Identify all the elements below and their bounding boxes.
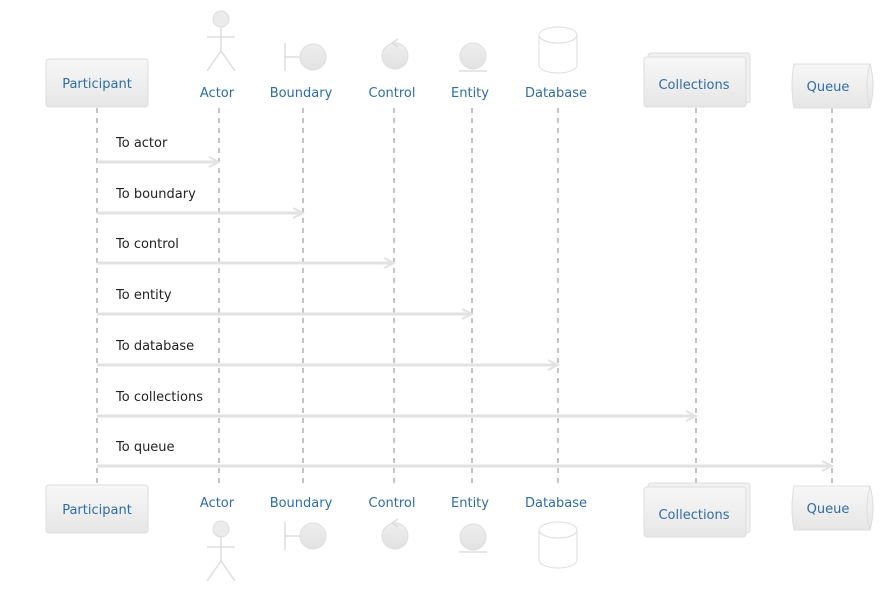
entity-circle-icon xyxy=(459,42,487,70)
message-label: To control xyxy=(115,237,179,252)
participant-boundary-top[interactable]: Boundary xyxy=(270,43,333,101)
actor-head-icon xyxy=(212,10,230,28)
message-collections[interactable]: To collections xyxy=(97,390,699,422)
participant-collections-top[interactable]: Collections xyxy=(643,52,751,108)
participant-actor-bottom[interactable]: Actor xyxy=(200,496,236,582)
participant-queue-top-label: Queue xyxy=(807,80,850,95)
message-database[interactable]: To database xyxy=(97,339,561,371)
participant-entity-top-label: Entity xyxy=(451,86,489,101)
boundary-bar-icon xyxy=(284,522,301,550)
message-arrowhead xyxy=(461,308,475,320)
control-circle-icon xyxy=(381,522,409,550)
message-label: To queue xyxy=(115,440,175,455)
message-arrowhead xyxy=(208,156,222,168)
boundary-circle-icon xyxy=(299,522,327,550)
participant-actor-top-label: Actor xyxy=(200,86,235,101)
participant-box xyxy=(45,58,149,108)
collections-box xyxy=(643,56,747,108)
participant-entity-bottom[interactable]: Entity xyxy=(451,496,489,553)
participant-database-top-label: Database xyxy=(525,86,587,101)
database-body-icon xyxy=(538,35,578,74)
message-label: To boundary xyxy=(115,187,196,202)
participant-box xyxy=(45,484,149,534)
message-label: To entity xyxy=(115,288,172,303)
participant-collections-top-label: Collections xyxy=(658,78,729,93)
database-rim-icon xyxy=(538,34,578,44)
participant-control-top-label: Control xyxy=(369,86,416,101)
participant-queue-bottom[interactable]: Queue xyxy=(791,485,874,531)
participant-participant-top[interactable]: Participant xyxy=(45,58,149,108)
database-rim-icon xyxy=(538,529,578,539)
participant-queue-bottom-label: Queue xyxy=(807,502,850,517)
participant-boundary-top-label: Boundary xyxy=(270,86,333,101)
message-entity[interactable]: To entity xyxy=(97,288,475,320)
control-arrow-icon xyxy=(390,518,399,528)
boundary-circle-icon xyxy=(299,43,327,71)
participant-collections-bottom[interactable]: Collections xyxy=(643,482,751,538)
message-arrowhead xyxy=(547,359,561,371)
queue-end-arc xyxy=(866,485,871,531)
participant-control-top[interactable]: Control xyxy=(369,38,416,101)
message-label: To collections xyxy=(115,390,203,405)
message-arrowhead xyxy=(821,460,835,472)
message-label: To database xyxy=(115,339,194,354)
actor-head-icon xyxy=(212,520,230,538)
actor-body-icon xyxy=(206,27,236,72)
control-arrow-icon xyxy=(390,38,399,48)
participant-control-bottom-label: Control xyxy=(369,496,416,511)
participant-database-bottom[interactable]: Database xyxy=(525,496,587,569)
message-label: To actor xyxy=(115,136,168,151)
message-queue[interactable]: To queue xyxy=(97,440,835,472)
message-arrowhead xyxy=(292,207,306,219)
participant-participant-bottom[interactable]: Participant xyxy=(45,484,149,534)
participant-entity-top[interactable]: Entity xyxy=(451,42,489,101)
participant-entity-bottom-label: Entity xyxy=(451,496,489,511)
participant-database-top[interactable]: Database xyxy=(525,26,587,101)
control-circle-icon xyxy=(381,42,409,70)
collections-box xyxy=(643,486,747,538)
message-arrowhead xyxy=(685,410,699,422)
participant-participant-bottom-label: Participant xyxy=(62,503,132,518)
participant-actor-top[interactable]: Actor xyxy=(200,10,236,101)
participant-database-bottom-label: Database xyxy=(525,496,587,511)
participant-boundary-bottom-label: Boundary xyxy=(270,496,333,511)
participant-control-bottom[interactable]: Control xyxy=(369,496,416,550)
entity-circle-icon xyxy=(459,523,487,551)
participant-collections-bottom-label: Collections xyxy=(658,508,729,523)
queue-end-arc xyxy=(866,63,871,109)
participant-participant-top-label: Participant xyxy=(62,77,132,92)
actor-body-icon xyxy=(206,537,236,582)
participant-actor-bottom-label: Actor xyxy=(200,496,235,511)
message-arrowhead xyxy=(383,257,397,269)
database-body-icon xyxy=(538,530,578,569)
message-control[interactable]: To control xyxy=(97,237,397,269)
message-actor[interactable]: To actor xyxy=(97,136,222,168)
message-boundary[interactable]: To boundary xyxy=(97,187,306,219)
boundary-bar-icon xyxy=(284,43,301,71)
participant-boundary-bottom[interactable]: Boundary xyxy=(270,496,333,550)
participant-queue-top[interactable]: Queue xyxy=(791,63,874,109)
